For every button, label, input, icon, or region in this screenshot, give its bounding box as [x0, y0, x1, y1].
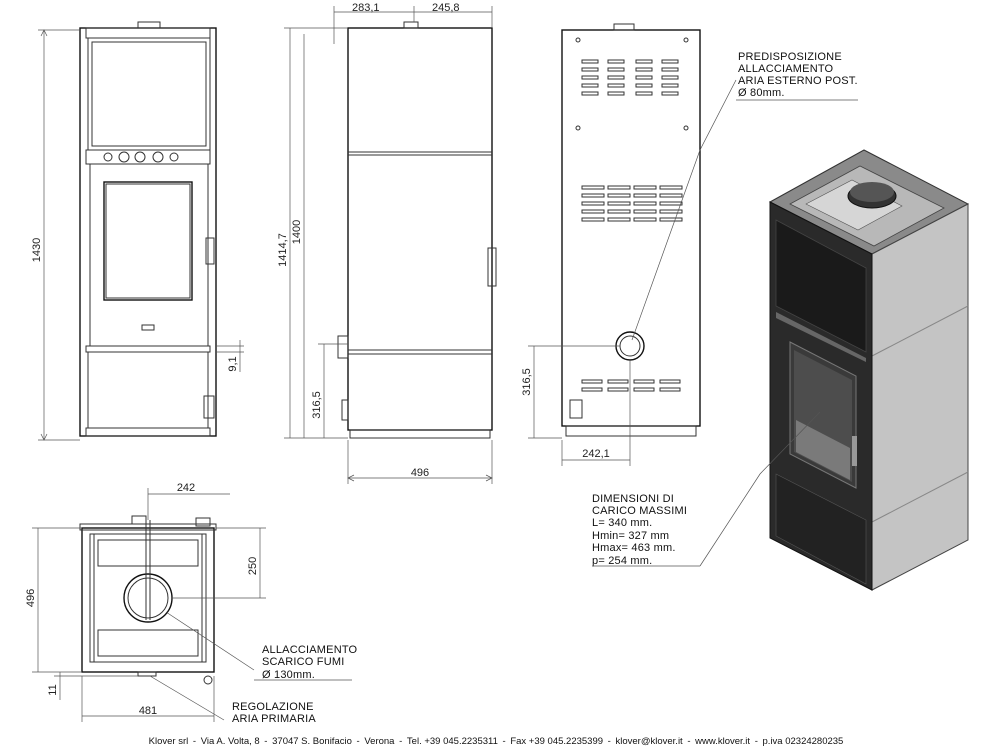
- note-air-inlet-line-2: ALLACCIAMENTO: [738, 63, 834, 75]
- dim-top-small: 11: [47, 684, 59, 695]
- vent-grille-lower: [581, 379, 681, 392]
- dim-top-center: 242: [177, 482, 195, 494]
- note-load-line-2: CARICO MASSIMI: [592, 505, 687, 517]
- note-flue-line-2: SCARICO FUMI: [262, 656, 344, 668]
- note-primary-air-line-2: ARIA PRIMARIA: [232, 713, 316, 725]
- footer-address: Via A. Volta, 8: [200, 736, 260, 747]
- dim-top-vertical: 250: [247, 557, 259, 575]
- front-view: [79, 21, 217, 437]
- note-load-line-3: L= 340 mm.: [592, 517, 652, 529]
- front-height-dimension: 1430: [31, 29, 80, 441]
- note-air-inlet-line-1: PREDISPOSIZIONE: [738, 51, 842, 63]
- dim-back-center: 242,1: [582, 448, 610, 460]
- note-load-line-1: DIMENSIONI DI: [592, 493, 674, 505]
- note-flue-line-3: Ø 130mm.: [262, 669, 315, 681]
- dim-back-lower: 316,5: [521, 368, 533, 396]
- dim-side-top-left: 283,1: [352, 2, 380, 14]
- back-dimensions: 316,5 242,1: [521, 79, 737, 466]
- footer-email: klover@klover.it: [615, 736, 683, 747]
- footer-web: www.klover.it: [695, 736, 751, 747]
- top-dimensions: 242 250 496 11 481: [25, 482, 266, 722]
- dim-side-offset-a: 9,1: [227, 356, 239, 371]
- footer-city: 37047 S. Bonifacio: [272, 736, 352, 747]
- note-air-inlet: PREDISPOSIZIONE ALLACCIAMENTO ARIA ESTER…: [736, 51, 858, 101]
- note-flue-line-1: ALLACCIAMENTO: [262, 644, 358, 656]
- dim-top-width: 481: [139, 705, 157, 717]
- vent-grille-middle: [581, 185, 683, 222]
- note-load-line-6: p= 254 mm.: [592, 555, 652, 567]
- footer-fax: Fax +39 045.2235399: [510, 736, 604, 747]
- note-air-inlet-line-4: Ø 80mm.: [738, 87, 785, 99]
- note-flue: ALLACCIAMENTO SCARICO FUMI Ø 130mm.: [254, 644, 358, 681]
- vent-grille-upper: [581, 59, 679, 96]
- footer: Klover srl - Via A. Volta, 8 - 37047 S. …: [148, 736, 844, 747]
- back-view: [561, 23, 701, 437]
- top-view: [79, 515, 217, 685]
- back-connector-icon: [569, 399, 583, 419]
- footer-company: Klover srl: [148, 736, 189, 747]
- dim-top-depth: 496: [25, 589, 37, 607]
- dim-side-width: 496: [411, 467, 429, 479]
- note-primary-air: REGOLAZIONE ARIA PRIMARIA: [232, 701, 316, 725]
- footer-tel: Tel. +39 045.2235311: [406, 736, 498, 747]
- dim-side-height-b: 1400: [291, 220, 303, 244]
- side-dimensions: 283,1 245,8 1414,7 1400 316,5 9,1 496: [216, 2, 493, 484]
- dim-side-lower-a: 316,5: [311, 391, 323, 419]
- side-view: [337, 21, 497, 439]
- dim-front-height: 1430: [31, 238, 43, 262]
- note-load-line-4: Hmin= 327 mm: [592, 530, 669, 542]
- dim-side-top-right: 245,8: [432, 2, 460, 14]
- note-air-inlet-line-3: ARIA ESTERNO POST.: [738, 75, 858, 87]
- note-primary-air-line-1: REGOLAZIONE: [232, 701, 314, 713]
- note-load-dimensions: DIMENSIONI DI CARICO MASSIMI L= 340 mm. …: [592, 411, 821, 567]
- note-load-line-5: Hmax= 463 mm.: [592, 542, 676, 554]
- stove-3d-view: [768, 149, 970, 591]
- dim-side-height-a: 1414,7: [277, 233, 289, 267]
- footer-vat: p.iva 02324280235: [762, 736, 844, 747]
- footer-province: Verona: [364, 736, 395, 747]
- flue-outlet-ring: [123, 573, 173, 623]
